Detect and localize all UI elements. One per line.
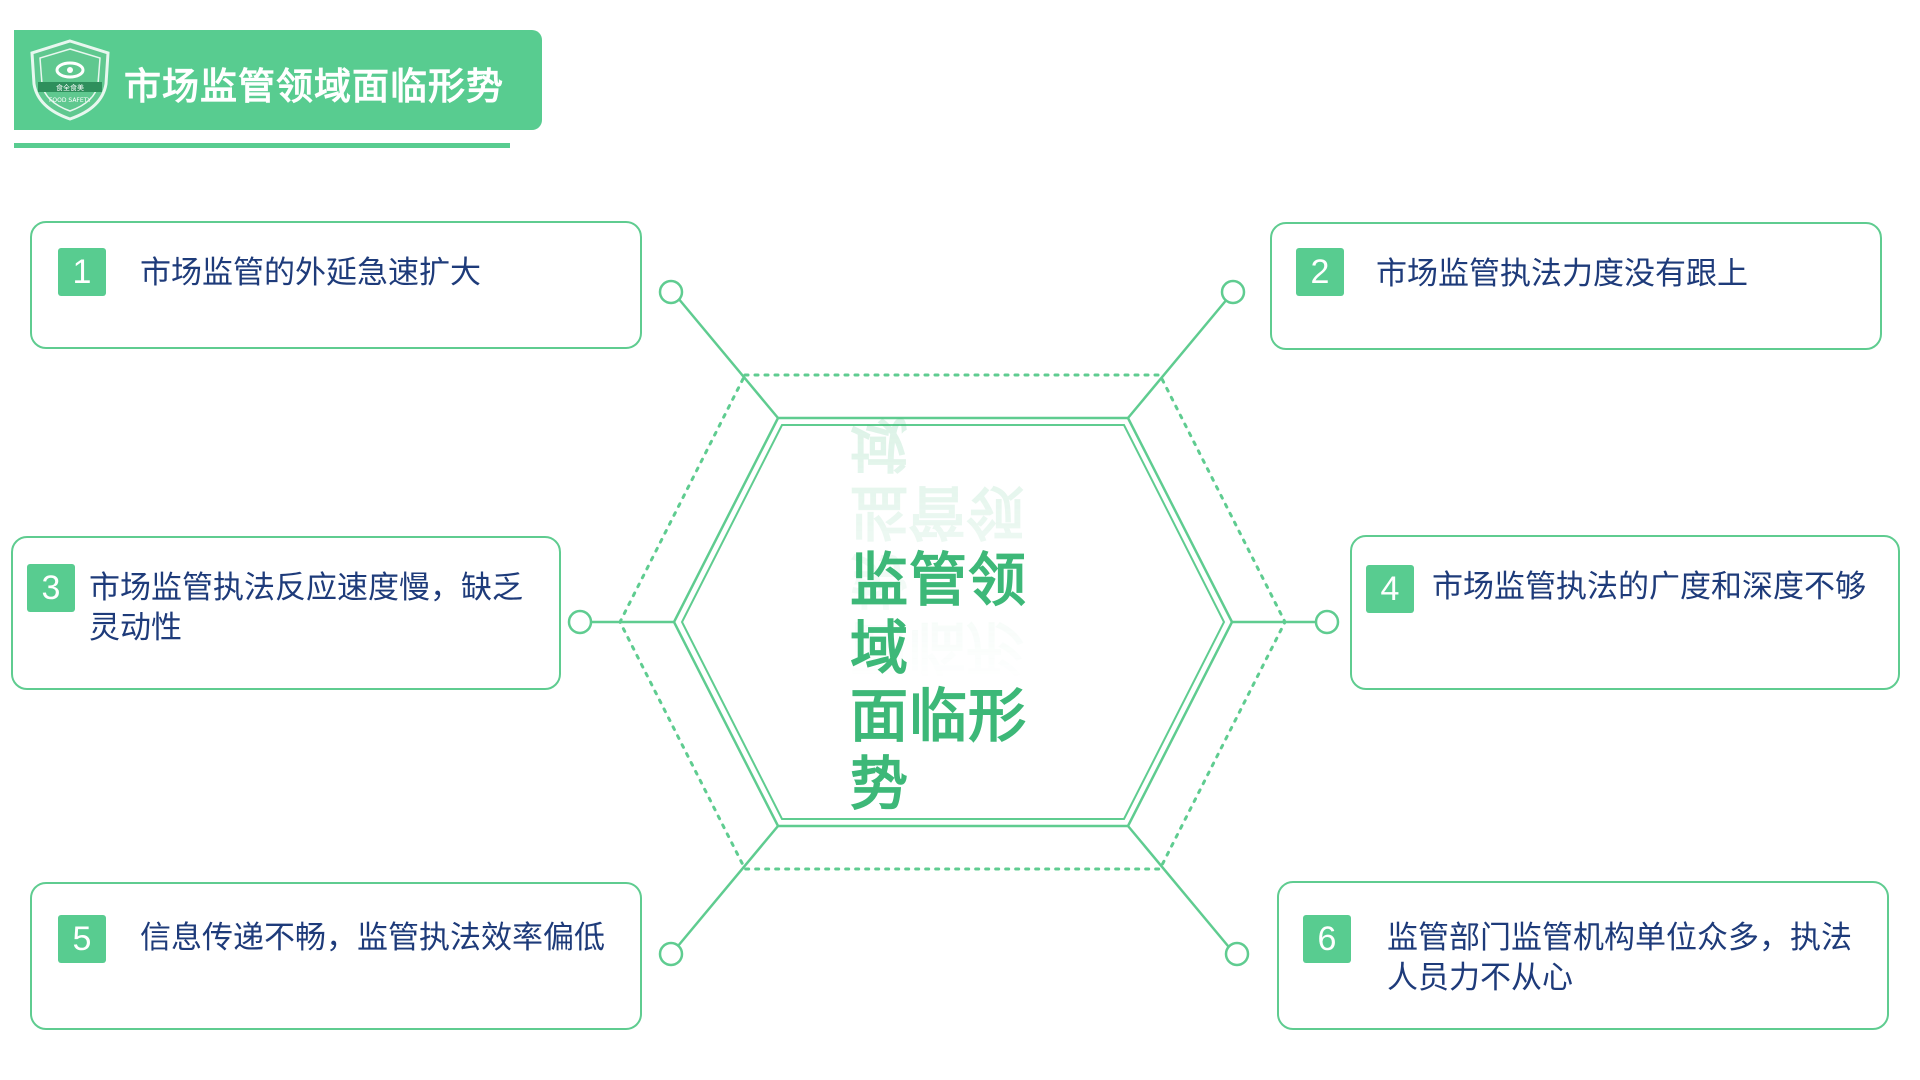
connector-line-1 bbox=[672, 291, 779, 419]
connector-dot-1 bbox=[658, 279, 684, 305]
title-underline bbox=[14, 143, 510, 148]
center-title-reflection: 面临形势 监管领域 bbox=[850, 410, 1070, 682]
item-number-5: 5 bbox=[58, 915, 106, 963]
connector-line-5 bbox=[672, 825, 779, 953]
item-text-2: 市场监管执法力度没有跟上 bbox=[1376, 256, 1748, 292]
item-number-1: 1 bbox=[58, 248, 106, 296]
connector-dot-2 bbox=[1220, 279, 1246, 305]
inner-hexagon-inner-line bbox=[680, 424, 1226, 820]
item-box-1: 1 市场监管的外延急速扩大 bbox=[30, 221, 642, 349]
logo-top-text: 食全食美 bbox=[56, 83, 84, 92]
item-number-2: 2 bbox=[1296, 248, 1344, 296]
connector-line-6 bbox=[1127, 825, 1234, 953]
center-reflection-line1: 监管领域 bbox=[850, 410, 1025, 546]
item-box-3: 3 市场监管执法反应速度慢，缺乏灵动性 bbox=[11, 536, 561, 690]
food-safety-shield-icon: 食全食美 FOOD SAFETY bbox=[30, 39, 110, 121]
item-text-5: 信息传递不畅，监管执法效率偏低 bbox=[140, 920, 605, 956]
connector-line-2 bbox=[1127, 291, 1234, 419]
center-title-line2: 面临形势 bbox=[850, 682, 1028, 818]
item-text-1: 市场监管的外延急速扩大 bbox=[140, 255, 481, 291]
item-text-6: 监管部门监管机构单位众多，执法人员力不从心 bbox=[1387, 920, 1852, 996]
item-box-2: 2 市场监管执法力度没有跟上 bbox=[1270, 222, 1882, 350]
connector-dot-4 bbox=[1314, 609, 1340, 635]
item-box-6: 6 监管部门监管机构单位众多，执法人员力不从心 bbox=[1277, 881, 1889, 1030]
item-box-5: 5 信息传递不畅，监管执法效率偏低 bbox=[30, 882, 642, 1030]
page-title: 市场监管领域面临形势 bbox=[124, 65, 504, 108]
item-box-4: 4 市场监管执法的广度和深度不够 bbox=[1350, 535, 1900, 690]
item-number-4: 4 bbox=[1366, 565, 1414, 613]
logo-bottom-text: FOOD SAFETY bbox=[49, 97, 91, 104]
item-text-4: 市场监管执法的广度和深度不够 bbox=[1432, 569, 1866, 605]
item-number-3: 3 bbox=[27, 564, 75, 612]
center-title: 监管领域 面临形势 bbox=[850, 546, 1070, 818]
connector-dot-5 bbox=[658, 941, 684, 967]
item-text-3: 市场监管执法反应速度慢，缺乏灵动性 bbox=[89, 570, 523, 646]
center-title-line1: 监管领域 bbox=[850, 546, 1028, 682]
center-reflection-line2: 面临形势 bbox=[850, 546, 1025, 682]
item-number-6: 6 bbox=[1303, 915, 1351, 963]
connector-dot-3 bbox=[567, 609, 593, 635]
connector-dot-6 bbox=[1224, 941, 1250, 967]
